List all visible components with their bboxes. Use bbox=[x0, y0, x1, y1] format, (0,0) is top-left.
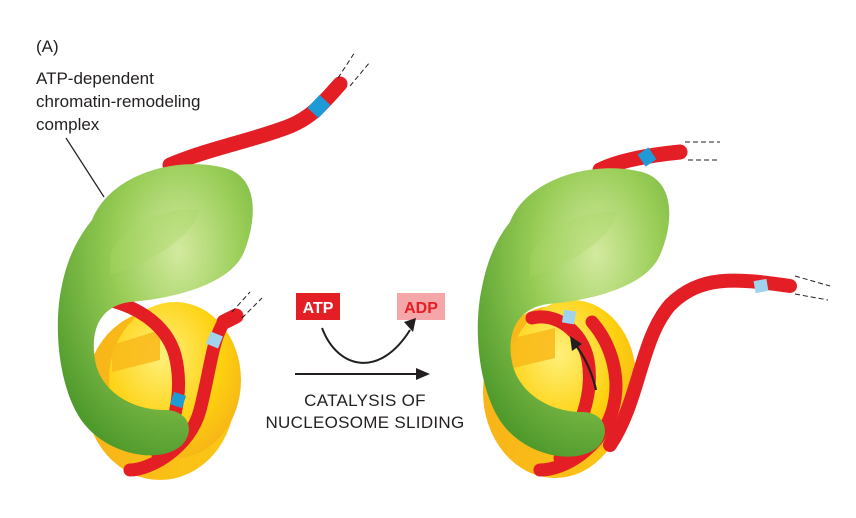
left-dna-tail bbox=[216, 308, 244, 330]
right-sliding-arrowhead bbox=[570, 336, 582, 351]
reaction-main-arrowhead bbox=[416, 368, 430, 380]
adp-label: ADP bbox=[404, 300, 438, 317]
right-dna-top-marker bbox=[637, 147, 657, 167]
left-nucleosome-assembly bbox=[57, 51, 371, 480]
atp-box bbox=[296, 293, 340, 320]
left-dna-upper-marker bbox=[307, 94, 331, 119]
reaction-scheme: ATP ADP CATALYSIS OF NUCLEOSOME SLIDING bbox=[265, 293, 464, 432]
left-remodeler-complex bbox=[57, 164, 253, 456]
right-dna-long-strand bbox=[603, 273, 797, 452]
left-dna-tail-dashed bbox=[231, 291, 263, 319]
reaction-caption-line1: CATALYSIS OF bbox=[304, 391, 426, 410]
panel-label: (A) bbox=[36, 37, 59, 56]
right-dna-long-dashed bbox=[794, 275, 831, 301]
left-dna-upper-dashed bbox=[337, 51, 371, 87]
reaction-curve-arrowhead bbox=[404, 318, 416, 332]
left-dna-marker-tail bbox=[206, 331, 223, 349]
atp-label: ATP bbox=[303, 300, 334, 317]
complex-label-line2: chromatin-remodeling bbox=[36, 92, 200, 111]
right-dna-wrap-front bbox=[533, 315, 623, 477]
reaction-caption-line2: NUCLEOSOME SLIDING bbox=[265, 413, 464, 432]
complex-label-line1: ATP-dependent bbox=[36, 69, 154, 88]
right-dna-long-marker bbox=[753, 278, 769, 294]
right-remodeler-complex bbox=[477, 168, 670, 457]
right-dna-top-strand bbox=[592, 144, 688, 178]
right-dna-top-dashed bbox=[685, 141, 720, 161]
complex-label-line3: complex bbox=[36, 115, 100, 134]
right-dna-wrap-marker bbox=[561, 309, 577, 325]
callout-leader-line bbox=[65, 137, 105, 198]
left-dna-marker-wrap bbox=[169, 391, 187, 409]
adp-box bbox=[397, 293, 445, 320]
right-nucleosome-assembly bbox=[477, 141, 831, 478]
reaction-curve-arrow bbox=[321, 327, 411, 364]
